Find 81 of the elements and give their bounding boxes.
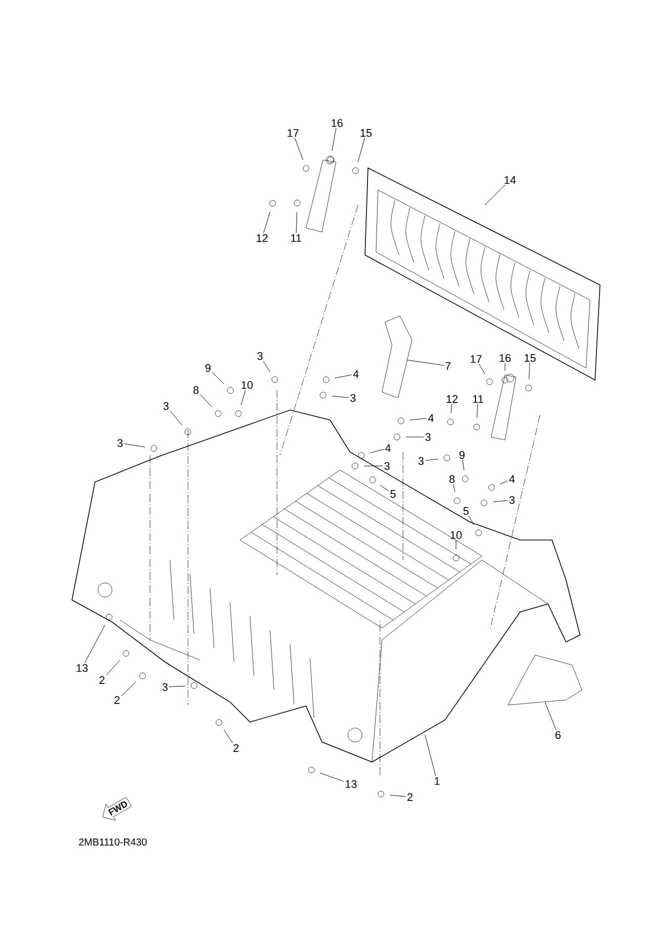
leader-line	[240, 390, 246, 406]
callout-number: 3	[257, 352, 263, 360]
leader-line	[296, 212, 298, 234]
leader-line	[476, 404, 478, 418]
leader-line	[500, 480, 508, 484]
leader-line	[121, 682, 136, 696]
leader-line	[406, 360, 444, 366]
leader-line	[294, 138, 304, 160]
callout-number: 4	[509, 475, 515, 483]
leader-line	[504, 362, 506, 372]
diagram-code: 2MB1110-R430	[79, 838, 147, 846]
leader-line	[224, 730, 233, 744]
leader-line	[263, 212, 270, 234]
leader-line	[452, 484, 456, 492]
leader-line	[320, 772, 344, 782]
leader-line	[492, 500, 508, 502]
leader-line	[425, 458, 438, 461]
leader-line	[390, 794, 406, 797]
callout-number: 16	[500, 354, 511, 362]
callout-number: 8	[449, 475, 455, 483]
callout-number: 11	[291, 234, 302, 242]
leader-line	[332, 128, 336, 152]
callout-number: 3	[162, 683, 168, 691]
callout-number: 10	[450, 531, 462, 539]
leader-line	[84, 624, 106, 664]
callout-number: 3	[418, 457, 424, 465]
callout-number: 3	[117, 439, 123, 447]
callout-number: 3	[384, 462, 390, 470]
leader-line	[468, 516, 474, 526]
callout-number: 14	[504, 176, 516, 184]
leader-line	[484, 184, 506, 206]
callout-number: 7	[446, 362, 450, 370]
callout-number: 8	[193, 386, 199, 394]
leader-line	[450, 404, 452, 414]
callout-number: 4	[385, 444, 391, 452]
leader-line	[106, 660, 120, 676]
leader-line	[169, 686, 186, 688]
callout-number: 17	[470, 355, 482, 363]
leader-line	[424, 734, 436, 776]
callout-number: 2	[100, 676, 104, 684]
callout-number: 5	[463, 507, 469, 515]
leader-line	[200, 394, 212, 408]
callout-number: 2	[114, 696, 120, 704]
callout-number: 17	[288, 129, 299, 137]
callout-number: 9	[459, 451, 465, 459]
callout-number: 9	[205, 364, 211, 372]
callout-number: 15	[524, 354, 536, 362]
callout-number: 3	[425, 433, 431, 441]
callout-number: 12	[446, 395, 458, 403]
callout-number: 6	[556, 731, 561, 739]
leader-line	[334, 374, 352, 378]
callout-number: 4	[428, 414, 434, 422]
callout-number: 13	[346, 780, 357, 788]
callout-number: 2	[234, 744, 238, 752]
leader-line	[170, 410, 182, 426]
leader-line	[332, 396, 349, 398]
callout-number: 4	[353, 370, 359, 378]
leader-line	[262, 360, 270, 372]
leader-line	[124, 443, 146, 448]
callout-number: 11	[473, 395, 484, 403]
callout-number: 16	[332, 119, 343, 127]
leader-line	[358, 138, 365, 162]
leader-line	[544, 702, 556, 730]
leader-line	[380, 484, 389, 492]
callout-number: 1	[434, 777, 440, 785]
callout-number: 15	[360, 129, 372, 137]
leader-line	[478, 364, 486, 374]
callout-number: 3	[163, 402, 169, 410]
callout-number: 12	[256, 234, 268, 242]
leader-line	[406, 436, 424, 438]
leader-line	[462, 460, 464, 470]
callout-number: 3	[350, 394, 356, 402]
leader-line	[410, 418, 427, 420]
leader-line	[212, 372, 224, 384]
callout-number: 5	[390, 490, 396, 498]
callout-number: 13	[76, 664, 88, 672]
leader-line	[528, 362, 530, 380]
callout-number: 2	[407, 793, 412, 801]
leader-line	[370, 448, 384, 454]
callout-number: 3	[509, 496, 515, 504]
callout-number: 10	[242, 381, 253, 389]
